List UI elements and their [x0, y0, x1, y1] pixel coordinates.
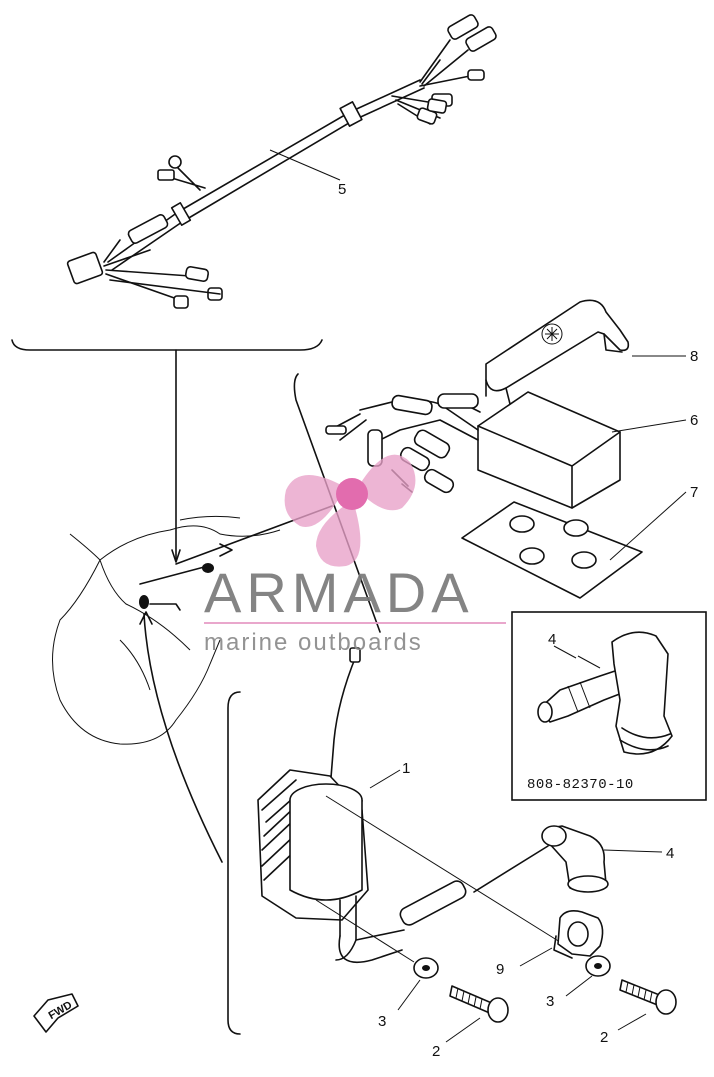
lower-bracket: [227, 691, 241, 1035]
washer-left: [397, 957, 439, 1011]
inset-callout-4: 4: [548, 631, 556, 648]
bolt-left: [445, 985, 509, 1043]
upper-bracket: [11, 339, 323, 351]
inset-plug-cap-drawing: [537, 631, 673, 755]
wire-harness: [66, 14, 497, 309]
inset-box: [511, 611, 707, 801]
callout-2-right: 2: [600, 1029, 608, 1046]
propeller-logo-icon: [284, 454, 416, 567]
spark-plug-cap: [473, 825, 663, 893]
inset-part-number: 808-82370-10: [527, 777, 634, 793]
clamp: [519, 910, 604, 967]
watermark-brand: ARMADA: [204, 561, 474, 624]
callout-3-right: 3: [546, 993, 554, 1010]
tuning-fork-logo-icon: [541, 323, 563, 345]
right-bracket: [293, 373, 381, 633]
ignition-coil: [257, 647, 561, 964]
callout-1: 1: [402, 760, 410, 777]
callout-8: 8: [690, 348, 698, 365]
callout-4: 4: [666, 845, 674, 862]
engine-outline: [52, 505, 333, 863]
callout-6: 6: [690, 412, 698, 429]
callout-3-left: 3: [378, 1013, 386, 1030]
bolt-right: [617, 979, 677, 1031]
leader-arrowhead: [171, 549, 181, 563]
callout-9: 9: [496, 961, 504, 978]
armada-watermark: ARMADA marine outboards: [204, 454, 506, 656]
fwd-arrow-icon: FWD: [33, 993, 79, 1033]
watermark-tagline: marine outboards: [204, 629, 423, 656]
callout-2-left: 2: [432, 1043, 440, 1060]
washer-right: [565, 955, 611, 997]
callout-5: 5: [338, 181, 346, 198]
cdi-unit-assembly: [325, 299, 687, 599]
callout-7: 7: [690, 484, 698, 501]
